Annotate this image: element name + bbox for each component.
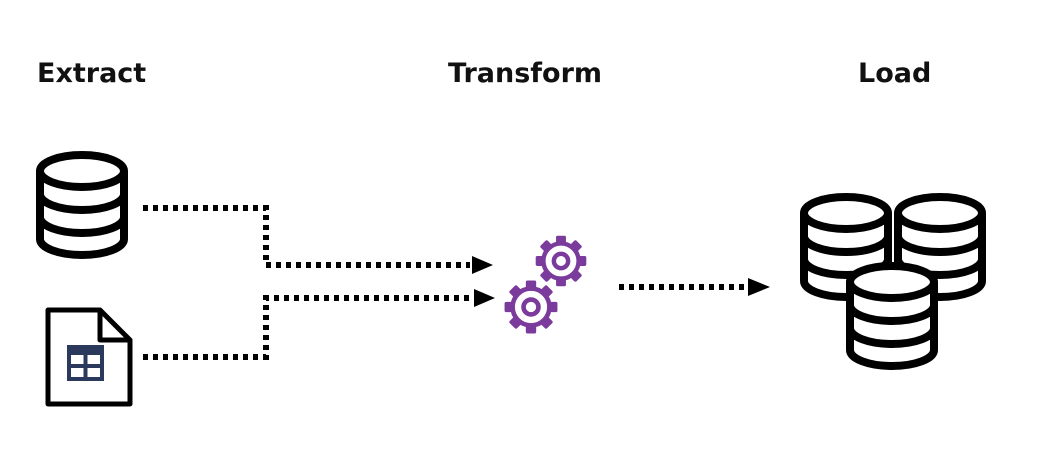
extract-connector-database [143, 205, 470, 268]
transform-heading: Transform [448, 58, 603, 89]
extract-heading: Extract [37, 58, 147, 89]
database-cluster-icon [804, 197, 982, 366]
arrowhead-load [748, 278, 770, 296]
arrowhead-database [472, 256, 493, 274]
load-heading: Load [858, 58, 932, 89]
gears-icon [505, 236, 587, 334]
table-grid-icon [67, 345, 104, 381]
extract-connector-spreadsheet [143, 295, 472, 360]
arrowhead-spreadsheet [474, 289, 495, 307]
source-database-icon [40, 155, 124, 255]
target-database-icon [850, 266, 934, 366]
spreadsheet-file-icon [45, 307, 133, 407]
